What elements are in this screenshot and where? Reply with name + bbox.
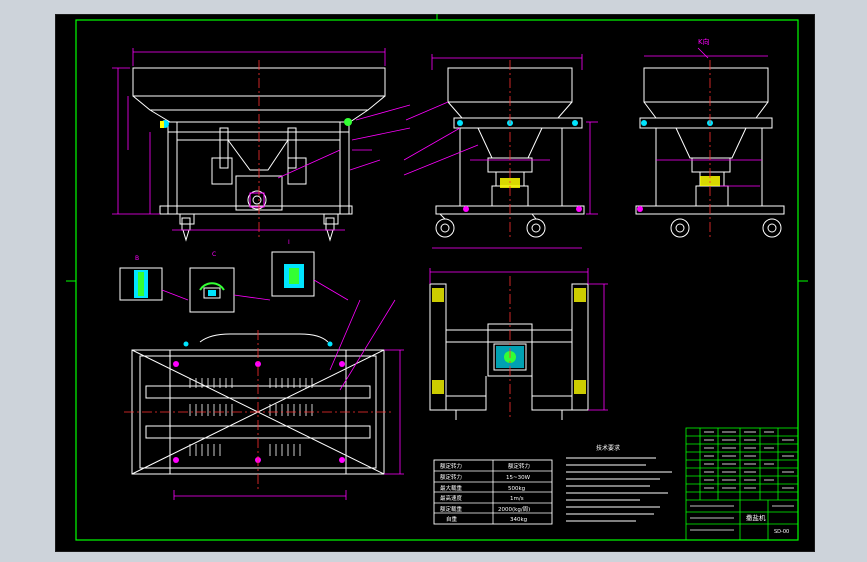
detail-b: C: [189, 251, 271, 313]
front-view-parts: [160, 118, 352, 208]
tech-notes-lines: [566, 457, 672, 522]
top-view-dims: [173, 299, 404, 500]
title-block-drawing-name: 撒盐机: [746, 513, 766, 522]
plan-view-dims: [429, 268, 608, 411]
spec-row-4-label: 额定载重: [440, 505, 463, 513]
title-block-fills: [690, 431, 794, 531]
top-view-parts: [173, 341, 345, 463]
title-block: [685, 427, 799, 541]
drawing-sheet: [55, 14, 815, 552]
k-view-label: K向: [698, 37, 710, 46]
detail-c: I: [271, 239, 349, 301]
spec-row-2-label: 最大载重: [440, 484, 463, 492]
side-view-dims: [403, 54, 598, 249]
detail-a-label: B: [135, 255, 139, 262]
sheet-border: [75, 19, 799, 541]
spec-header-2: 额定转力: [508, 462, 530, 470]
spec-row-1-value: 15~30W: [506, 475, 531, 481]
detail-a: B: [119, 255, 189, 301]
spec-table: 额定转力 额定转力 额定转力 15~30W 最大载重 500kg 最高速度 1m…: [433, 459, 553, 525]
spec-row-5-label: 自重: [446, 515, 458, 523]
detail-c-label: I: [288, 239, 290, 246]
spec-row-3-label: 最高速度: [440, 494, 463, 502]
spec-row-3-value: 1m/s: [510, 496, 524, 502]
spec-row-1-label: 额定转力: [440, 473, 462, 481]
side-view-parts: [457, 120, 582, 212]
spec-row-5-value: 340kg: [510, 517, 527, 523]
plan-view-parts: [432, 288, 586, 394]
spec-row-4-value: 2000(kg/周): [498, 506, 530, 513]
front-view-dims: [112, 48, 411, 231]
tech-notes-title: 技术要求: [596, 444, 620, 452]
k-view-dims: [644, 47, 768, 187]
spec-header-1: 额定转力: [440, 462, 462, 470]
title-block-drawing-no: SD-00: [774, 529, 789, 535]
plan-view: [429, 283, 589, 420]
detail-b-label: C: [212, 251, 216, 258]
top-view-grid: [189, 378, 313, 456]
spec-row-2-value: 500kg: [508, 486, 525, 492]
